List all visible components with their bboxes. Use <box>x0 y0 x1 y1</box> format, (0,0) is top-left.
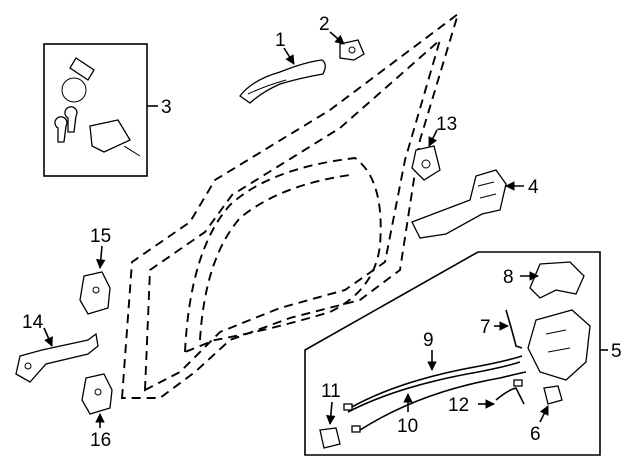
callout-2: 2 <box>319 14 330 35</box>
callout-16: 16 <box>90 430 111 451</box>
callout-5: 5 <box>611 341 622 362</box>
callout-8: 8 <box>503 267 514 288</box>
striker <box>411 145 441 181</box>
cable-clip <box>319 427 341 449</box>
callout-13: 13 <box>436 114 457 135</box>
handle-cap <box>339 39 365 61</box>
door-outline <box>120 11 460 399</box>
key-cylinder-box <box>43 43 148 177</box>
release-cables <box>343 355 527 433</box>
lock-cover <box>529 261 585 299</box>
outside-handle <box>239 59 326 104</box>
lock-tube <box>495 379 525 405</box>
lock-rod <box>505 309 523 349</box>
callout-10: 10 <box>397 416 418 437</box>
handle-frame <box>411 169 507 239</box>
callout-9: 9 <box>423 330 434 351</box>
callout-7: 7 <box>480 317 491 338</box>
callout-15: 15 <box>90 226 111 247</box>
callout-3: 3 <box>161 97 172 118</box>
callout-14: 14 <box>22 312 44 333</box>
small-bracket <box>543 385 563 405</box>
upper-hinge <box>79 271 111 315</box>
door-latch <box>527 309 591 381</box>
callout-1: 1 <box>275 30 286 51</box>
door-check <box>15 332 99 383</box>
callout-12: 12 <box>448 395 469 416</box>
callout-11: 11 <box>321 381 341 402</box>
callout-4: 4 <box>528 177 539 198</box>
lock-parts-box <box>304 251 601 456</box>
callout-6: 6 <box>530 424 541 445</box>
lower-hinge <box>81 373 113 415</box>
